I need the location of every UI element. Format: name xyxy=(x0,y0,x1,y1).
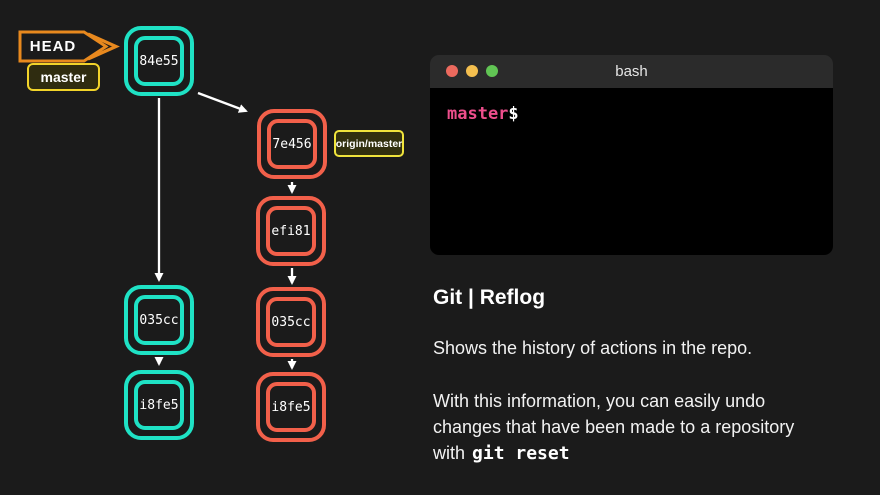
commit-hash: 84e55 xyxy=(139,53,179,69)
zoom-button[interactable] xyxy=(486,65,498,77)
commit-node-inner: 84e55 xyxy=(134,36,184,86)
head-arrow-shape-icon xyxy=(18,30,120,63)
prompt-symbol: $ xyxy=(508,104,519,124)
paragraph-1-text: Shows the history of actions in the repo… xyxy=(433,338,753,358)
paragraph-1: Shows the history of actions in the repo… xyxy=(433,335,880,361)
head-pointer: HEAD xyxy=(18,30,120,63)
window-controls xyxy=(446,65,498,77)
commit-node-84e55: 84e55 xyxy=(124,26,194,96)
commit-node-inner: 035cc xyxy=(134,295,184,345)
branch-tag-origin-master-label: origin/master xyxy=(335,137,403,150)
commit-node-inner: 7e456 xyxy=(267,119,317,169)
commit-hash: efi81 xyxy=(271,223,311,239)
commit-node-inner: i8fe5 xyxy=(266,382,316,432)
commit-hash: 035cc xyxy=(139,312,179,328)
commit-node-inner: 035cc xyxy=(266,297,316,347)
commit-node-035cc-local: 035cc xyxy=(124,285,194,355)
branch-tag-origin-master: origin/master xyxy=(334,130,404,157)
minimize-button[interactable] xyxy=(466,65,478,77)
paragraph-2-line1: With this information, you can easily un… xyxy=(433,391,766,411)
close-button[interactable] xyxy=(446,65,458,77)
content-section: Git | Reflog Shows the history of action… xyxy=(433,286,880,467)
commit-node-inner: efi81 xyxy=(266,206,316,256)
edge-arrow-84e55-7e456 xyxy=(197,91,248,113)
head-label: HEAD xyxy=(29,38,77,55)
paragraph-2-line3-prefix: with xyxy=(433,443,466,463)
inline-code-git-reset: git reset xyxy=(472,443,570,464)
prompt-branch: master xyxy=(447,104,509,124)
commit-node-inner: i8fe5 xyxy=(134,380,184,430)
commit-hash: 7e456 xyxy=(272,136,312,152)
terminal-title: bash xyxy=(615,63,648,80)
commit-node-7e456: 7e456 xyxy=(257,109,327,179)
commit-node-i8fe5-origin: i8fe5 xyxy=(256,372,326,442)
commit-node-i8fe5-local: i8fe5 xyxy=(124,370,194,440)
terminal-window: bash master$ xyxy=(430,55,833,255)
section-heading: Git | Reflog xyxy=(433,286,546,309)
commit-hash: i8fe5 xyxy=(139,397,179,413)
commit-node-035cc-origin: 035cc xyxy=(256,287,326,357)
commit-hash: i8fe5 xyxy=(271,399,311,415)
branch-tag-master-label: master xyxy=(40,69,87,85)
terminal-titlebar: bash xyxy=(430,55,833,88)
commit-hash: 035cc xyxy=(271,314,311,330)
commit-node-efi81: efi81 xyxy=(256,196,326,266)
paragraph-2-line2: changes that have been made to a reposit… xyxy=(433,417,795,437)
branch-tag-master: master xyxy=(27,63,100,91)
paragraph-2: With this information, you can easily un… xyxy=(433,388,880,467)
terminal-body[interactable]: master$ xyxy=(430,88,833,255)
